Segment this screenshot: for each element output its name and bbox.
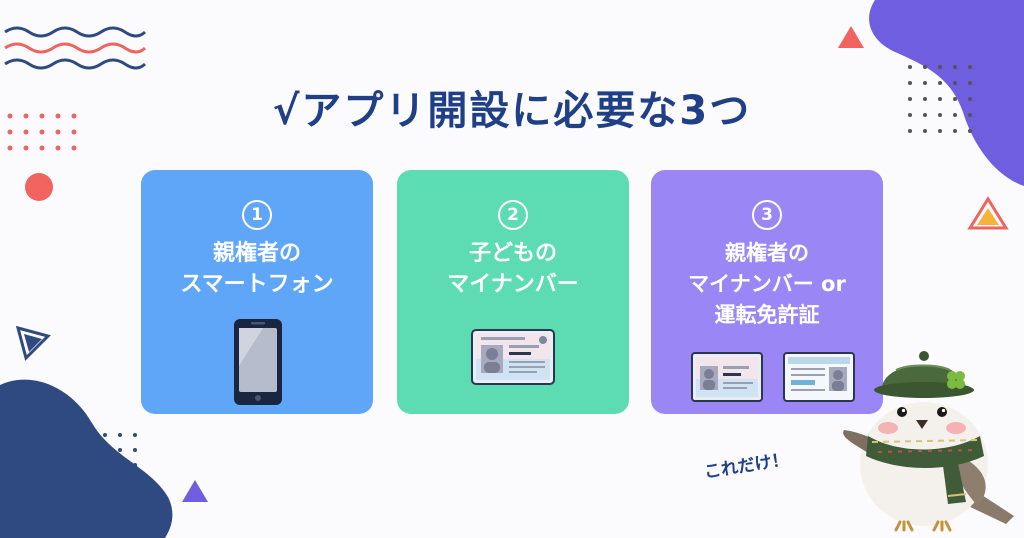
gray-dot-grid-decoration xyxy=(908,65,972,133)
caption-text: これだけ！ xyxy=(702,449,790,483)
navy-triangle-decoration xyxy=(15,325,51,361)
purple-triangle-decoration xyxy=(182,480,208,502)
my-number-card-icon xyxy=(471,329,555,385)
requirement-card-1: 1 親権者の スマートフォン xyxy=(141,170,373,414)
card-label: 親権者の スマートフォン xyxy=(180,241,334,297)
card-number-badge: 3 xyxy=(752,200,782,230)
card-number-badge: 1 xyxy=(242,200,272,230)
red-triangle-decoration xyxy=(838,26,864,48)
card-label: 親権者の マイナンバー or 運転免許証 xyxy=(688,241,846,327)
red-dot-grid-decoration xyxy=(7,113,77,151)
smartphone-icon xyxy=(234,319,282,405)
bird-mascot-illustration xyxy=(843,351,1014,532)
card-number-badge: 2 xyxy=(498,200,528,230)
red-circle-decoration xyxy=(25,173,53,201)
bottom-left-blob-decoration xyxy=(0,379,173,538)
navy-dot-grid-decoration xyxy=(73,433,137,482)
page-title: √アプリ開設に必要な3つ xyxy=(272,88,752,134)
top-left-wave-decoration xyxy=(4,26,147,70)
requirement-card-2: 2 子どもの マイナンバー xyxy=(397,170,629,414)
requirement-card-3: 3 親権者の マイナンバー or 運転免許証 xyxy=(651,170,883,414)
card-label: 子どもの マイナンバー xyxy=(447,241,579,297)
top-right-blob-decoration xyxy=(869,0,1024,186)
id-cards-icon xyxy=(691,352,855,402)
orange-triangle-decoration xyxy=(967,196,1009,230)
